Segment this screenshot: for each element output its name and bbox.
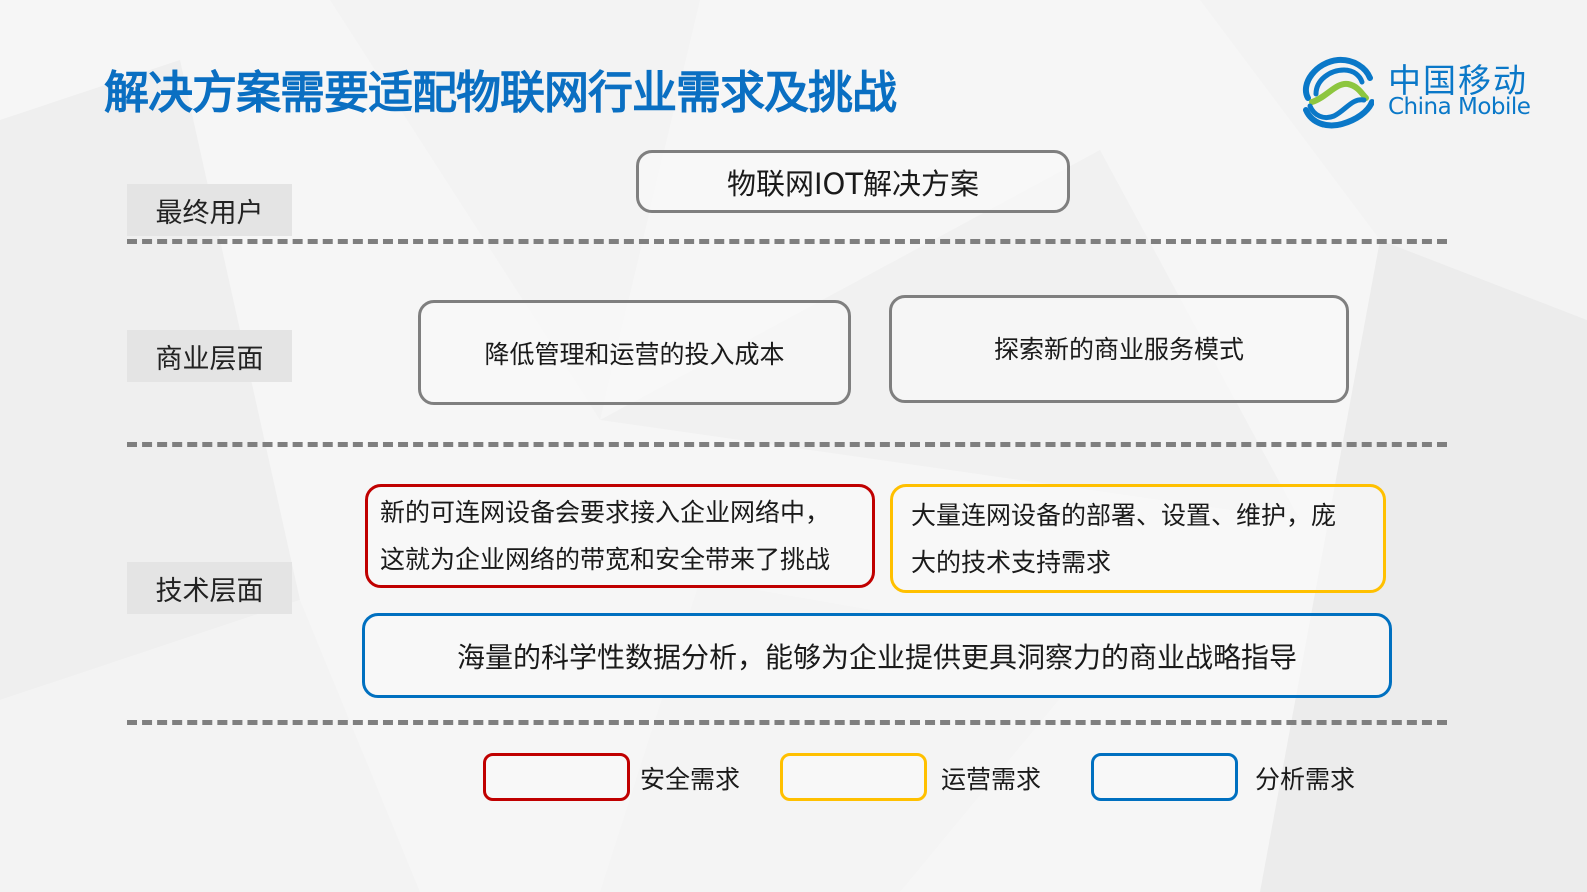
security-challenge-line2: 这就为企业网络的带宽和安全带来了挑战 <box>380 545 831 574</box>
business-model-box: 探索新的商业服务模式 <box>889 295 1349 403</box>
iot-solution-text: 物联网IOT解决方案 <box>726 166 980 201</box>
legend-label-operations: 运营需求 <box>941 765 1042 794</box>
legend-swatch-analytics <box>1091 753 1238 801</box>
divider-1 <box>127 239 1447 244</box>
business-cost-text: 降低管理和运营的投入成本 <box>484 339 785 369</box>
china-mobile-logo-icon <box>1303 56 1374 129</box>
operations-challenge-line2: 大的技术支持需求 <box>911 547 1112 577</box>
slide-title: 解决方案需要适配物联网行业需求及挑战 <box>104 66 897 119</box>
divider-3 <box>127 720 1447 725</box>
row-label-business: 商业层面 <box>127 330 292 382</box>
security-challenge-line1: 新的可连网设备会要求接入企业网络中， <box>380 498 831 527</box>
operations-challenge-box: 大量连网设备的部署、设置、维护，庞 大的技术支持需求 <box>890 484 1386 593</box>
business-cost-box: 降低管理和运营的投入成本 <box>418 300 851 405</box>
row-label-technical: 技术层面 <box>127 562 292 614</box>
analytics-box: 海量的科学性数据分析，能够为企业提供更具洞察力的商业战略指导 <box>362 613 1392 698</box>
legend-swatch-operations <box>780 753 927 801</box>
operations-challenge-line1: 大量连网设备的部署、设置、维护，庞 <box>911 500 1337 530</box>
logo-text-en: China Mobile <box>1388 94 1531 120</box>
china-mobile-logo: 中国移动 China Mobile <box>1302 52 1542 132</box>
analytics-text: 海量的科学性数据分析，能够为企业提供更具洞察力的商业战略指导 <box>456 640 1297 674</box>
security-challenge-box: 新的可连网设备会要求接入企业网络中， 这就为企业网络的带宽和安全带来了挑战 <box>365 484 875 588</box>
row-label-end-user: 最终用户 <box>127 184 292 236</box>
legend-label-analytics: 分析需求 <box>1255 765 1356 794</box>
iot-solution-box: 物联网IOT解决方案 <box>636 150 1070 213</box>
divider-2 <box>127 442 1447 447</box>
logo-text-cn: 中国移动 <box>1388 61 1528 100</box>
legend-label-security: 安全需求 <box>640 765 741 794</box>
business-model-text: 探索新的商业服务模式 <box>993 335 1244 364</box>
legend-swatch-security <box>483 753 630 801</box>
